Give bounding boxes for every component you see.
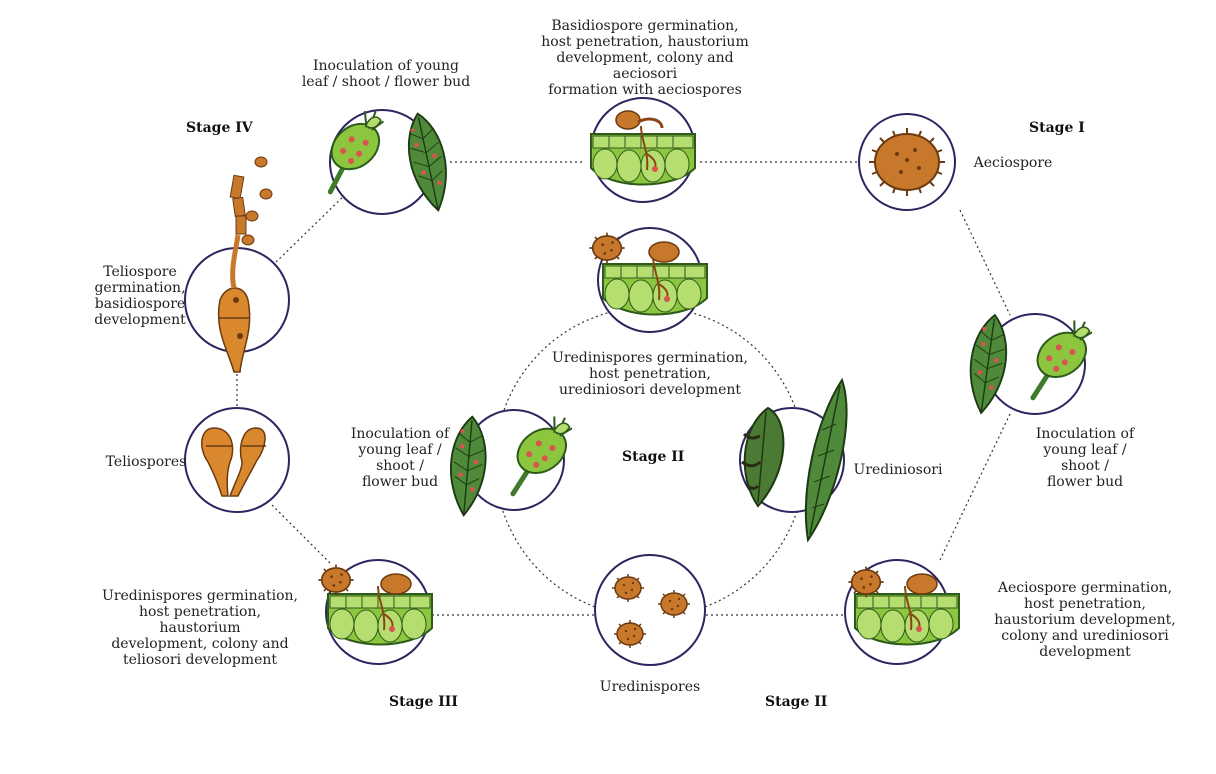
aeciospore-germination-right-label: Aeciospore germination, host penetration… bbox=[994, 580, 1176, 660]
stage-ii-center-label: Stage II bbox=[622, 449, 685, 465]
urediniospores-label: Uredinispores bbox=[599, 679, 701, 695]
teliospores-label: Teliospores bbox=[105, 454, 187, 470]
spore-icon bbox=[611, 573, 645, 603]
basidium-icon bbox=[217, 156, 273, 373]
teliospore-germination-circle bbox=[184, 156, 290, 373]
inoculation-center-circle bbox=[445, 409, 585, 518]
inoculation-top-circle bbox=[308, 106, 456, 215]
leaf-tissue-icon bbox=[854, 585, 960, 646]
basidiospore-icon bbox=[615, 110, 641, 130]
urediniosori-label: Urediniosori bbox=[853, 462, 943, 478]
leaf-tissue-icon bbox=[602, 255, 708, 316]
stage-ii-bottom-label: Stage II bbox=[765, 694, 828, 710]
leaf-tissue-icon bbox=[327, 585, 433, 646]
aeciospore-circle bbox=[858, 113, 956, 211]
inoculation-top-label: Inoculation of young leaf / shoot / flow… bbox=[301, 58, 471, 90]
inoculation-right-circle bbox=[963, 311, 1104, 417]
cycle-connectors bbox=[236, 161, 1011, 616]
spore-icon bbox=[657, 589, 691, 619]
aeciospore-germination-circle bbox=[844, 559, 960, 665]
urediniospores-germination-left-circle bbox=[317, 559, 433, 665]
teliospore-germination-label: Teliospore germination, basidiospore dev… bbox=[94, 264, 186, 328]
stage-i-label: Stage I bbox=[1029, 120, 1085, 136]
stage-iv-label: Stage IV bbox=[186, 120, 253, 136]
aeciospore-label: Aeciospore bbox=[973, 155, 1053, 171]
spore-icon bbox=[868, 127, 946, 197]
infected-leaf-icon bbox=[741, 377, 848, 543]
basidiospore-germination-label: Basidiospore germination, host penetrati… bbox=[541, 18, 749, 98]
basidiospore-germination-circle bbox=[590, 97, 696, 203]
teliospores-circle bbox=[184, 407, 290, 513]
leaf-tissue-icon bbox=[590, 125, 696, 186]
urediniospores-circle bbox=[594, 554, 706, 666]
spore-icon bbox=[613, 619, 647, 649]
urediniospores-germination-left-label: Uredinispores germination, host penetrat… bbox=[102, 588, 298, 668]
inoculation-center-label: Inoculation of young leaf / shoot / flow… bbox=[350, 426, 450, 490]
urediniosori-circle bbox=[739, 377, 848, 543]
teliospore-icon bbox=[201, 427, 266, 497]
urediniospores-germination-center-circle bbox=[588, 227, 708, 333]
stage-iii-label: Stage III bbox=[389, 694, 458, 710]
urediniospores-germination-center-label: Uredinispores germination, host penetrat… bbox=[552, 350, 748, 398]
inoculation-right-label: Inoculation of young leaf / shoot / flow… bbox=[1035, 426, 1135, 490]
